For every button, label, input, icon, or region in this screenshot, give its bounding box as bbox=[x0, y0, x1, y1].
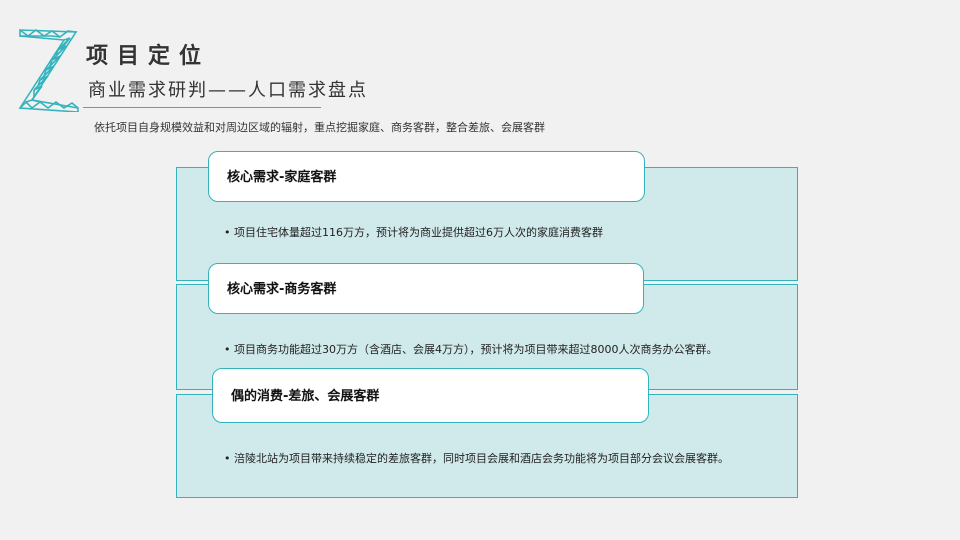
section-bullet-business: • 项目商务功能超过30万方（含酒店、会展4万方），预计将为项目带来超过8000… bbox=[224, 340, 784, 359]
bullet-icon: • bbox=[224, 226, 231, 239]
bullet-text: 涪陵北站为项目带来持续稳定的差旅客群，同时项目会展和酒店会务功能将为项目部分会议… bbox=[234, 452, 729, 465]
section-bullet-family: • 项目住宅体量超过116万方，预计将为商业提供超过6万人次的家庭消费客群 bbox=[224, 223, 764, 242]
section-heading-card-business: 核心需求-商务客群 bbox=[208, 263, 644, 314]
title-underline bbox=[83, 107, 321, 108]
summary-text: 依托项目自身规模效益和对周边区域的辐射，重点挖掘家庭、商务客群，整合差旅、会展客… bbox=[94, 121, 545, 134]
page-title: 项目定位 bbox=[86, 44, 211, 69]
bullet-text: 项目住宅体量超过116万方，预计将为商业提供超过6万人次的家庭消费客群 bbox=[234, 226, 603, 239]
section-heading-card-travel: 偶的消费-差旅、会展客群 bbox=[212, 368, 649, 423]
section-bullet-travel: • 涪陵北站为项目带来持续稳定的差旅客群，同时项目会展和酒店会务功能将为项目部分… bbox=[224, 449, 764, 468]
z-lattice-logo-icon bbox=[18, 29, 79, 112]
section-heading-card-family: 核心需求-家庭客群 bbox=[208, 151, 645, 202]
section-heading: 核心需求-商务客群 bbox=[227, 282, 337, 297]
section-heading: 偶的消费-差旅、会展客群 bbox=[231, 389, 380, 404]
bullet-text: 项目商务功能超过30万方（含酒店、会展4万方），预计将为项目带来超过8000人次… bbox=[234, 343, 718, 356]
section-heading: 核心需求-家庭客群 bbox=[227, 170, 337, 185]
section-subtitle: 商业需求研判——人口需求盘点 bbox=[88, 80, 368, 101]
bullet-icon: • bbox=[224, 452, 231, 465]
bullet-icon: • bbox=[224, 343, 231, 356]
